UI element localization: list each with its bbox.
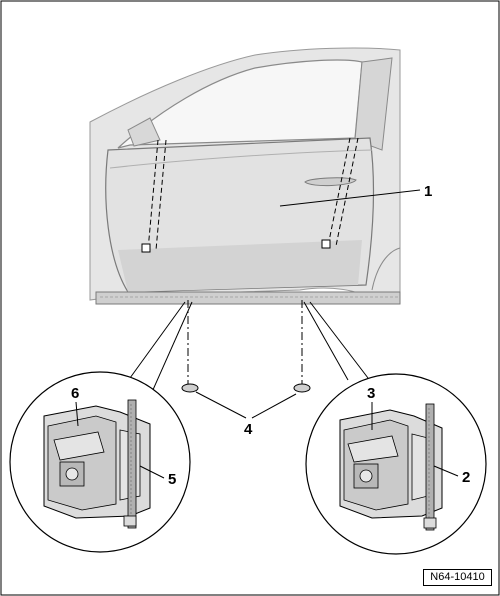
mount-point-right bbox=[293, 383, 311, 393]
door-window bbox=[117, 59, 363, 149]
detail-circle-left bbox=[9, 371, 191, 553]
leader-4a bbox=[195, 391, 247, 419]
car-body bbox=[89, 47, 401, 305]
sill-panel bbox=[95, 291, 401, 305]
mirror-icon bbox=[127, 117, 161, 147]
door-handle-icon bbox=[304, 177, 357, 187]
detail-circle-right bbox=[305, 373, 487, 555]
callout-2: 2 bbox=[462, 469, 470, 486]
callout-3: 3 bbox=[367, 385, 375, 402]
mount-point-left bbox=[181, 383, 199, 393]
leader-1 bbox=[279, 189, 421, 207]
reference-code-label: N64-10410 bbox=[423, 569, 492, 586]
leader-5 bbox=[139, 465, 165, 479]
callout-6: 6 bbox=[71, 385, 79, 402]
leader-6 bbox=[75, 401, 79, 427]
callout-5: 5 bbox=[168, 471, 176, 488]
leader-4b bbox=[251, 393, 297, 419]
callout-4: 4 bbox=[244, 421, 253, 438]
leader-2 bbox=[433, 465, 459, 477]
callout-1: 1 bbox=[424, 183, 432, 200]
guide-rod-right bbox=[425, 403, 435, 531]
guide-rod-left bbox=[127, 399, 137, 529]
